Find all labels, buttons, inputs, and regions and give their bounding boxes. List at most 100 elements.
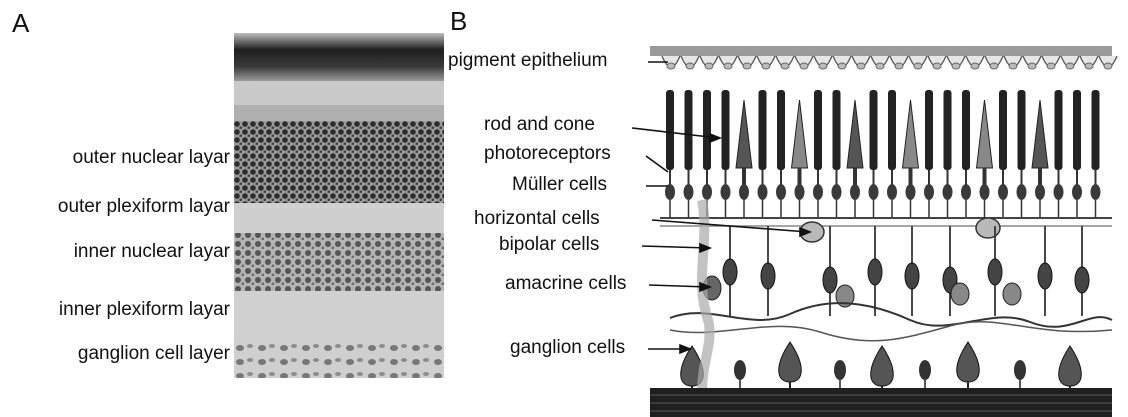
photoreceptor-cells <box>665 90 1101 218</box>
bipolar-soma <box>761 263 775 289</box>
amacrine-cell-3 <box>951 283 969 305</box>
photoreceptor-nucleus <box>832 184 842 200</box>
small-ganglion-soma <box>834 360 846 380</box>
pigment-nucleus <box>781 63 789 69</box>
photoreceptor-nucleus <box>739 184 749 200</box>
retina-histology-image <box>234 33 444 378</box>
photoreceptor-nucleus <box>906 184 916 200</box>
pigment-nucleus <box>667 63 675 69</box>
cone-cell <box>977 100 993 168</box>
ganglion-soma <box>1059 346 1082 386</box>
retina-cell-diagram <box>650 40 1120 417</box>
rod-cell <box>666 90 674 170</box>
pigment-nucleus <box>686 63 694 69</box>
pigment-epithelium-band <box>650 46 1112 56</box>
pigment-nucleus <box>933 63 941 69</box>
amacrine-cell-4 <box>1003 283 1021 305</box>
rod-cell <box>1073 90 1081 170</box>
label-muller-cells: Müller cells <box>512 174 607 196</box>
photoreceptor-nucleus <box>998 184 1008 200</box>
rod-cell <box>944 90 952 170</box>
photoreceptor-nucleus <box>1035 184 1045 200</box>
photoreceptor-nucleus <box>869 184 879 200</box>
bipolar-soma <box>723 259 737 285</box>
cone-cell <box>736 100 752 168</box>
panel-b-letter: B <box>450 6 467 37</box>
small-ganglion-soma <box>1014 360 1026 380</box>
label-horizontal-cells: horizontal cells <box>474 208 600 230</box>
rod-cell <box>777 90 785 170</box>
pigment-nucleus <box>1085 63 1093 69</box>
pigment-nucleus <box>914 63 922 69</box>
label-photoreceptors: photoreceptors <box>484 143 611 165</box>
photoreceptor-nucleus <box>924 184 934 200</box>
photoreceptor-nucleus <box>758 184 768 200</box>
label-inner-plexiform-layer: inner plexiform layar <box>59 299 230 321</box>
label-pigment-epithelium: pigment epithelium <box>448 50 607 72</box>
rod-cell <box>685 90 693 170</box>
ganglion-soma <box>871 346 894 386</box>
pigment-nucleus <box>743 63 751 69</box>
ganglion-soma <box>779 342 802 382</box>
bipolar-soma <box>1038 263 1052 289</box>
rod-cell <box>1018 90 1026 170</box>
pigment-epithelium-cells <box>662 56 1117 69</box>
small-ganglion-soma <box>919 360 931 380</box>
label-outer-plexiform-layer: outer plexiform layar <box>58 196 230 218</box>
ganglion-soma <box>957 342 980 382</box>
pigment-nucleus <box>1047 63 1055 69</box>
pigment-nucleus <box>1104 63 1112 69</box>
pigment-nucleus <box>800 63 808 69</box>
label-inner-nuclear-layer: inner nuclear layar <box>74 241 230 263</box>
rod-cell <box>703 90 711 170</box>
label-ganglion-cells: ganglion cells <box>510 337 625 359</box>
cone-cell <box>792 100 808 168</box>
photoreceptor-nucleus <box>702 184 712 200</box>
bipolar-soma <box>988 259 1002 285</box>
photoreceptor-nucleus <box>1091 184 1101 200</box>
muller-cell <box>702 200 710 417</box>
horizontal-cell-2 <box>976 218 1000 238</box>
rod-cell <box>1092 90 1100 170</box>
rod-cell <box>870 90 878 170</box>
cone-cell <box>1032 100 1048 168</box>
pigment-nucleus <box>762 63 770 69</box>
photoreceptor-nucleus <box>887 184 897 200</box>
pigment-nucleus <box>857 63 865 69</box>
pigment-nucleus <box>1009 63 1017 69</box>
label-ganglion-cell-layer: ganglion cell layer <box>78 343 230 365</box>
pigment-nucleus <box>952 63 960 69</box>
rod-cell <box>722 90 730 170</box>
cone-cell <box>903 100 919 168</box>
bipolar-cells <box>723 226 1089 316</box>
pigment-nucleus <box>819 63 827 69</box>
photoreceptor-nucleus <box>776 184 786 200</box>
photoreceptor-nucleus <box>943 184 953 200</box>
rod-cell <box>759 90 767 170</box>
photoreceptor-nucleus <box>1072 184 1082 200</box>
bipolar-soma <box>1075 267 1089 293</box>
rod-cell <box>999 90 1007 170</box>
rod-cell <box>1055 90 1063 170</box>
pigment-nucleus <box>1066 63 1074 69</box>
photoreceptor-nucleus <box>684 184 694 200</box>
label-amacrine-cells: amacrine cells <box>505 273 626 295</box>
label-rod-and-cone: rod and cone <box>484 114 595 136</box>
rod-cell <box>833 90 841 170</box>
label-bipolar-cells: bipolar cells <box>499 234 599 256</box>
pigment-nucleus <box>705 63 713 69</box>
photoreceptor-nucleus <box>850 184 860 200</box>
horizontal-cell-1 <box>800 222 824 242</box>
photoreceptor-nucleus <box>813 184 823 200</box>
pigment-nucleus <box>971 63 979 69</box>
pigment-nucleus <box>876 63 884 69</box>
cone-cell <box>847 100 863 168</box>
pigment-nucleus <box>990 63 998 69</box>
pigment-nucleus <box>895 63 903 69</box>
pigment-nucleus <box>724 63 732 69</box>
photoreceptor-nucleus <box>980 184 990 200</box>
photoreceptor-nucleus <box>961 184 971 200</box>
bipolar-soma <box>905 263 919 289</box>
panel-a-letter: A <box>12 8 29 39</box>
pigment-nucleus <box>1028 63 1036 69</box>
